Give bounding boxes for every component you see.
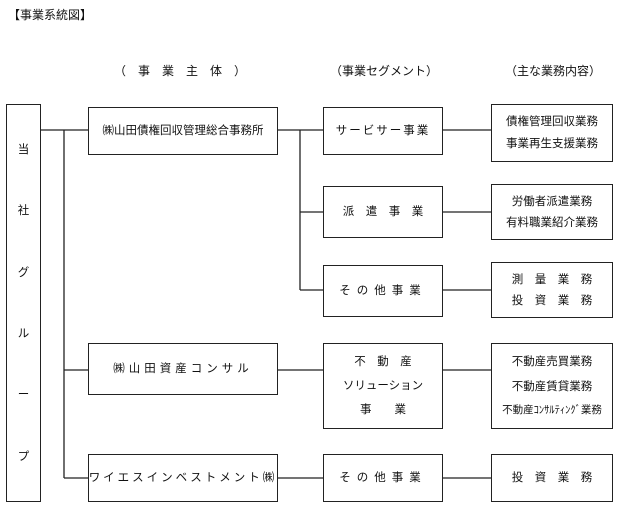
entity-box-yamada-shisan: ㈱山田資産コンサル	[88, 343, 278, 395]
segment-box-haken: 派 遣 事 業	[323, 186, 443, 238]
group-box: 当 社 グ ル ー プ	[6, 104, 41, 502]
segment-label: その他事業	[339, 470, 427, 485]
segment-label: サービサー事業	[335, 123, 431, 138]
segment-box-other-1: その他事業	[323, 265, 443, 317]
page-title: 【事業系統図】	[8, 8, 93, 22]
business-box-real-estate: 不動産売買業務 不動産賃貸業務 不動産ｺﾝｻﾙﾃｨﾝｸﾞ業務	[491, 343, 613, 429]
group-char: 社	[17, 203, 30, 218]
business-label: 労働者派遣業務	[511, 193, 593, 208]
business-box-investment: 投 資 業 務	[491, 454, 613, 502]
header-segment: （事業セグメント）	[329, 64, 438, 78]
segment-box-other-2: その他事業	[323, 454, 443, 502]
segment-label: 事 業	[360, 402, 406, 417]
entity-label: ワイエスインベストメント㈱	[88, 470, 278, 485]
segment-label: 不 動 産	[354, 354, 412, 369]
business-label: 有料職業紹介業務	[506, 214, 598, 229]
group-char: プ	[17, 448, 30, 463]
business-label: 投 資 業 務	[511, 470, 593, 485]
business-label: 不動産ｺﾝｻﾙﾃｨﾝｸﾞ業務	[502, 404, 602, 417]
business-label: 事業再生支援業務	[506, 136, 598, 151]
business-label: 不動産賃貸業務	[511, 378, 593, 393]
business-box-servicer: 債権管理回収業務 事業再生支援業務	[491, 104, 613, 162]
business-label: 債権管理回収業務	[506, 114, 598, 129]
segment-box-servicer: サービサー事業	[323, 107, 443, 155]
business-label: 投 資 業 務	[511, 292, 593, 307]
group-char: グ	[17, 264, 30, 279]
business-box-other-1: 測 量 業 務 投 資 業 務	[491, 262, 613, 318]
segment-box-real-estate: 不 動 産 ソリューション 事 業	[323, 343, 443, 429]
group-char: 当	[17, 141, 30, 156]
group-char: ー	[17, 387, 30, 402]
segment-label: 派 遣 事 業	[342, 204, 424, 219]
entity-box-yamada-servicer: ㈱山田債権回収管理総合事務所	[88, 107, 278, 155]
header-entity: （ 事 業 主 体 ）	[113, 64, 246, 78]
segment-label: その他事業	[339, 283, 427, 298]
segment-label: ソリューション	[342, 378, 424, 393]
entity-label: ㈱山田資産コンサル	[113, 361, 253, 376]
header-business: （主な業務内容）	[504, 64, 601, 78]
entity-label: ㈱山田債権回収管理総合事務所	[102, 123, 264, 138]
group-char: ル	[17, 325, 30, 340]
business-box-haken: 労働者派遣業務 有料職業紹介業務	[491, 184, 613, 240]
entity-box-ys-investment: ワイエスインベストメント㈱	[88, 454, 278, 502]
business-label: 不動産売買業務	[511, 354, 593, 369]
business-label: 測 量 業 務	[511, 271, 593, 286]
